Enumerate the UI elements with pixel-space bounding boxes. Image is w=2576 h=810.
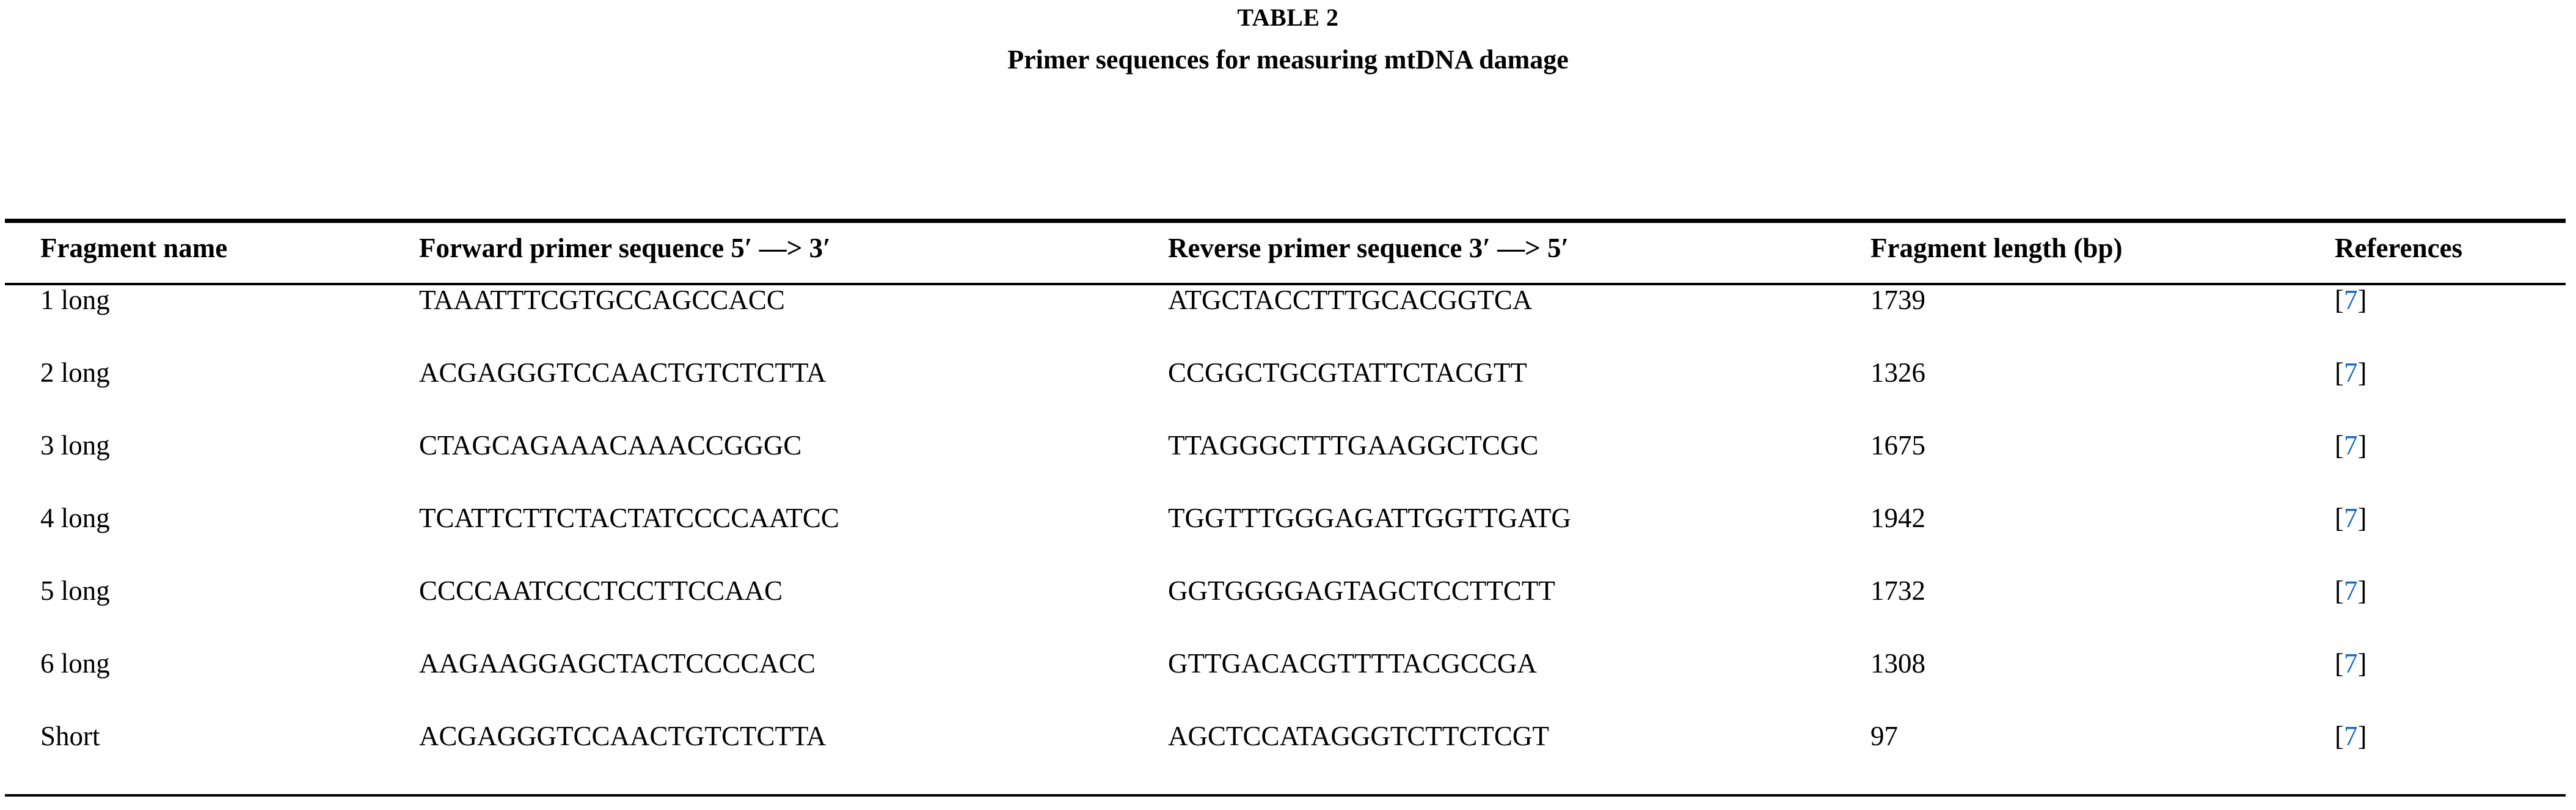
- bracket-close: ]: [2357, 721, 2367, 751]
- reference-link[interactable]: [7]: [2335, 648, 2367, 679]
- table-row: Short ACGAGGGTCCAACTGTCTCTTA AGCTCCATAGG…: [0, 719, 2576, 792]
- cell-fragment-length: 97: [1870, 721, 1898, 751]
- reference-link[interactable]: [7]: [2335, 503, 2367, 533]
- cell-reverse-primer: GGTGGGGAGTAGCTCCTTCTT: [1168, 575, 1555, 606]
- column-header-reverse-primer: Reverse primer sequence 3′ —> 5′: [1168, 233, 1569, 263]
- table-row: 4 long TCATTCTTCTACTATCCCCAATCC TGGTTTGG…: [0, 501, 2576, 574]
- table-top-rule: [5, 219, 2566, 223]
- cell-reference: [7]: [2335, 501, 2576, 535]
- cell-forward-primer: ACGAGGGTCCAACTGTCTCTTA: [419, 357, 826, 388]
- table-row: 2 long ACGAGGGTCCAACTGTCTCTTA CCGGCTGCGT…: [0, 356, 2576, 428]
- cell-reference: [7]: [2335, 356, 2576, 390]
- cell-reverse-primer: TTAGGGCTTTGAAGGCTCGC: [1168, 430, 1539, 461]
- reference-link[interactable]: [7]: [2335, 285, 2367, 315]
- bracket-close: ]: [2357, 357, 2367, 388]
- cell-reference: [7]: [2335, 646, 2576, 680]
- cell-forward-primer: AAGAAGGAGCTACTCCCCACC: [419, 648, 815, 679]
- reference-link[interactable]: [7]: [2335, 721, 2367, 751]
- column-header-forward-primer: Forward primer sequence 5′ —> 3′: [419, 233, 831, 263]
- cell-fragment-length: 1942: [1870, 503, 1925, 533]
- reference-number: 7: [2344, 648, 2358, 679]
- reference-number: 7: [2344, 285, 2358, 315]
- cell-fragment-length: 1326: [1870, 357, 1925, 388]
- cell-reverse-primer: AGCTCCATAGGGTCTTCTCGT: [1168, 721, 1549, 751]
- table-row: 5 long CCCCAATCCCTCCTTCCAAC GGTGGGGAGTAG…: [0, 574, 2576, 646]
- bracket-open: [: [2335, 648, 2344, 679]
- cell-forward-primer: CCCCAATCCCTCCTTCCAAC: [419, 575, 783, 606]
- cell-fragment-length: 1675: [1870, 430, 1925, 461]
- cell-reverse-primer: CCGGCTGCGTATTCTACGTT: [1168, 357, 1527, 388]
- cell-fragment-length: 1739: [1870, 285, 1925, 315]
- cell-forward-primer: CTAGCAGAAACAAACCGGGC: [419, 430, 802, 461]
- cell-fragment-name: 6 long: [40, 648, 110, 679]
- bracket-close: ]: [2357, 575, 2367, 606]
- bracket-open: [: [2335, 357, 2344, 388]
- bracket-close: ]: [2357, 648, 2367, 679]
- reference-link[interactable]: [7]: [2335, 357, 2367, 388]
- column-header-fragment-length: Fragment length (bp): [1870, 233, 2123, 263]
- reference-number: 7: [2344, 575, 2358, 606]
- reference-number: 7: [2344, 503, 2358, 533]
- cell-forward-primer: TAAATTTCGTGCCAGCCACC: [419, 285, 785, 315]
- bracket-open: [: [2335, 575, 2344, 606]
- bracket-close: ]: [2357, 285, 2367, 315]
- reference-number: 7: [2344, 430, 2358, 461]
- column-header-references: References: [2335, 233, 2463, 263]
- table-bottom-rule: [5, 794, 2566, 797]
- table-caption: Primer sequences for measuring mtDNA dam…: [1007, 45, 1569, 75]
- bracket-close: ]: [2357, 430, 2367, 461]
- cell-fragment-length: 1308: [1870, 648, 1925, 679]
- cell-fragment-name: 2 long: [40, 357, 110, 388]
- cell-fragment-name: 4 long: [40, 503, 110, 533]
- table-row: 3 long CTAGCAGAAACAAACCGGGC TTAGGGCTTTGA…: [0, 428, 2576, 501]
- cell-reference: [7]: [2335, 574, 2576, 608]
- bracket-open: [: [2335, 430, 2344, 461]
- bracket-open: [: [2335, 721, 2344, 751]
- table-header-row: Fragment name Forward primer sequence 5′…: [0, 231, 2576, 283]
- reference-number: 7: [2344, 357, 2358, 388]
- table-row: 1 long TAAATTTCGTGCCAGCCACC ATGCTACCTTTG…: [0, 283, 2576, 356]
- cell-reverse-primer: TGGTTTGGGAGATTGGTTGATG: [1168, 503, 1571, 533]
- cell-forward-primer: TCATTCTTCTACTATCCCCAATCC: [419, 503, 839, 533]
- cell-reference: [7]: [2335, 283, 2576, 317]
- bracket-open: [: [2335, 285, 2344, 315]
- cell-fragment-name: 1 long: [40, 285, 110, 315]
- table-header-rule: [5, 283, 2566, 285]
- bracket-close: ]: [2357, 503, 2367, 533]
- cell-fragment-name: Short: [40, 721, 100, 751]
- column-header-fragment-name: Fragment name: [40, 233, 228, 263]
- bracket-open: [: [2335, 503, 2344, 533]
- cell-reference: [7]: [2335, 428, 2576, 462]
- reference-link[interactable]: [7]: [2335, 575, 2367, 606]
- cell-fragment-name: 3 long: [40, 430, 110, 461]
- cell-reference: [7]: [2335, 719, 2576, 753]
- reference-number: 7: [2344, 721, 2358, 751]
- cell-reverse-primer: ATGCTACCTTTGCACGGTCA: [1168, 285, 1533, 315]
- cell-forward-primer: ACGAGGGTCCAACTGTCTCTTA: [419, 721, 826, 751]
- cell-reverse-primer: GTTGACACGTTTTACGCCGA: [1168, 648, 1537, 679]
- cell-fragment-name: 5 long: [40, 575, 110, 606]
- table-row: 6 long AAGAAGGAGCTACTCCCCACC GTTGACACGTT…: [0, 646, 2576, 719]
- table-grid: Fragment name Forward primer sequence 5′…: [0, 231, 2576, 792]
- reference-link[interactable]: [7]: [2335, 430, 2367, 461]
- table-number-label: TABLE 2: [1237, 4, 1339, 31]
- cell-fragment-length: 1732: [1870, 575, 1925, 606]
